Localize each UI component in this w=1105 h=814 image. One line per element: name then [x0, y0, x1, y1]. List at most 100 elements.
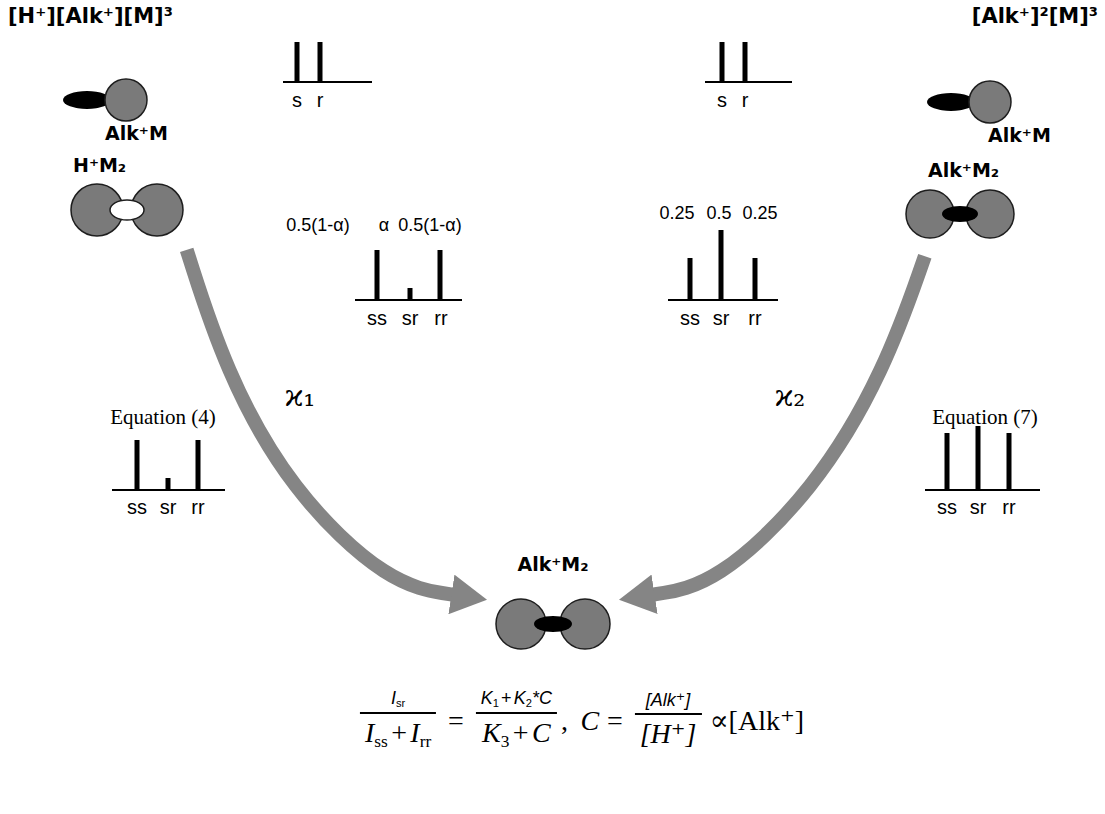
spectrum-axis-label: s — [292, 89, 302, 111]
equilibrium-heading: [H⁺][Alk⁺][M]³ — [8, 4, 173, 28]
spectrum-axis-label: rr — [1002, 496, 1015, 518]
spectrum-bar — [719, 230, 724, 300]
spectrum-axis-label: ss — [127, 496, 147, 518]
chart-baseline — [668, 299, 778, 301]
chart-baseline — [355, 299, 462, 301]
denominator: K3+C — [476, 712, 557, 754]
formula-term: C — [532, 717, 551, 748]
chart-baseline — [705, 81, 792, 83]
formula-term: K — [481, 688, 493, 708]
formula-term: , — [561, 705, 568, 736]
numerator: Isr — [360, 686, 436, 712]
monomer-sphere — [105, 79, 147, 121]
spectrum-bar — [720, 42, 725, 82]
sphere-outline — [7, 42, 236, 271]
formula-part: ,C= — [561, 703, 631, 738]
spectrum-axis-label: sr — [160, 496, 177, 518]
intensity-value: α — [379, 216, 389, 236]
formula-term: *C — [532, 688, 552, 708]
chart-baseline — [112, 489, 225, 491]
numerator: K1+K2*C — [476, 686, 557, 712]
species-label: Alk⁺M₂ — [928, 160, 999, 182]
spectrum-bar — [166, 478, 171, 490]
spectrum-bar — [438, 250, 443, 300]
spectrum-axis-label: sr — [713, 307, 730, 329]
chart-baseline — [283, 81, 372, 83]
spectrum-bar — [196, 440, 201, 490]
equation-reference: Equation (7) — [932, 406, 1038, 429]
species-label: H⁺M₂ — [73, 155, 126, 177]
spectrum-bar — [945, 433, 950, 490]
formula-term: I — [365, 717, 374, 748]
reaction-arrow — [187, 250, 453, 595]
alkali-bridge — [534, 616, 572, 632]
intensity-value: 0.25 — [659, 204, 694, 224]
rate-equation: IsrIss+Irr=K1+K2*CK3+C,C=[Alk⁺][H⁺]∝[Alk… — [356, 686, 804, 754]
sphere-outline — [872, 47, 1099, 274]
rate-constant: ϰ₂ — [775, 379, 806, 412]
formula-term: I — [410, 717, 419, 748]
spectrum-bar — [743, 42, 748, 82]
spectrum-axis-label: s — [717, 89, 727, 111]
spectrum-axis-label: rr — [748, 307, 761, 329]
spectrum-bar — [688, 258, 693, 300]
denominator: Iss+Irr — [360, 712, 436, 754]
spectrum-axis-label: ss — [937, 496, 957, 518]
subscript: ss — [374, 732, 388, 751]
spectrum-bar — [375, 250, 380, 300]
spectrum-bar — [295, 42, 300, 82]
spectrum-axis-label: rr — [434, 307, 447, 329]
proton-bridge — [110, 200, 144, 220]
intensity-value: 0.5(1-α) — [286, 216, 349, 236]
numerator: [Alk⁺] — [635, 688, 702, 713]
species-label: Alk⁺M₂ — [488, 554, 618, 576]
rate-constant: ϰ₁ — [285, 379, 316, 412]
subscript: 1 — [493, 697, 499, 709]
intensity-value: 0.5 — [706, 204, 731, 224]
formula-term: + — [513, 717, 529, 748]
subscript: 2 — [526, 697, 532, 709]
solution-sphere: [H⁺][Alk⁺][M]³Alk⁺MH⁺M₂ — [5, 40, 237, 272]
product-species: Alk⁺M₂ — [488, 550, 618, 650]
alkali-ion — [63, 91, 111, 109]
formula-term: + — [501, 688, 512, 708]
intensity-value: 0.5(1-α) — [398, 216, 461, 236]
formula-term: K — [482, 717, 501, 748]
spectrum-axis-label: rr — [191, 496, 204, 518]
subscript: rr — [420, 732, 432, 751]
monomer-sphere — [969, 81, 1011, 123]
alkali-ion — [927, 93, 975, 111]
formula-term: [Alk⁺] — [646, 690, 691, 710]
fraction: K1+K2*CK3+C — [476, 686, 557, 754]
reaction-arrow — [654, 256, 925, 594]
fraction: [Alk⁺] [H⁺] — [635, 688, 702, 752]
species-label: Alk⁺M — [988, 125, 1051, 147]
formula-term: [H⁺] — [640, 718, 697, 749]
spectrum-bar — [976, 426, 981, 490]
spectrum-bar — [1007, 433, 1012, 490]
denominator: [H⁺] — [635, 713, 702, 752]
formula-term: ∝[Alk⁺] — [710, 705, 804, 736]
spectrum-axis-label: ss — [680, 307, 700, 329]
subscript: 3 — [501, 732, 510, 751]
spectrum-axis-label: r — [742, 89, 749, 111]
formula-term: C — [581, 705, 600, 736]
spectrum-bar — [408, 288, 413, 300]
spectrum-axis-label: ss — [367, 307, 387, 329]
equation-reference: Equation (4) — [110, 406, 216, 429]
species-label: Alk⁺M — [105, 123, 168, 145]
formula-term: + — [391, 717, 407, 748]
alkali-bridge — [942, 206, 978, 222]
spectrum-bar — [753, 258, 758, 300]
chart-baseline — [925, 489, 1040, 491]
formula-term: = — [448, 705, 464, 736]
formula-term: K — [514, 688, 526, 708]
formula-part: = — [440, 703, 471, 738]
subscript: sr — [396, 697, 405, 709]
spectrum-axis-label: r — [317, 89, 324, 111]
fraction: IsrIss+Irr — [360, 686, 436, 754]
spectrum-bar — [318, 42, 323, 82]
solution-sphere: [Alk⁺]²[M]³Alk⁺MAlk⁺M₂ — [870, 45, 1100, 275]
spectrum-axis-label: sr — [970, 496, 987, 518]
spectrum-bar — [135, 440, 140, 490]
